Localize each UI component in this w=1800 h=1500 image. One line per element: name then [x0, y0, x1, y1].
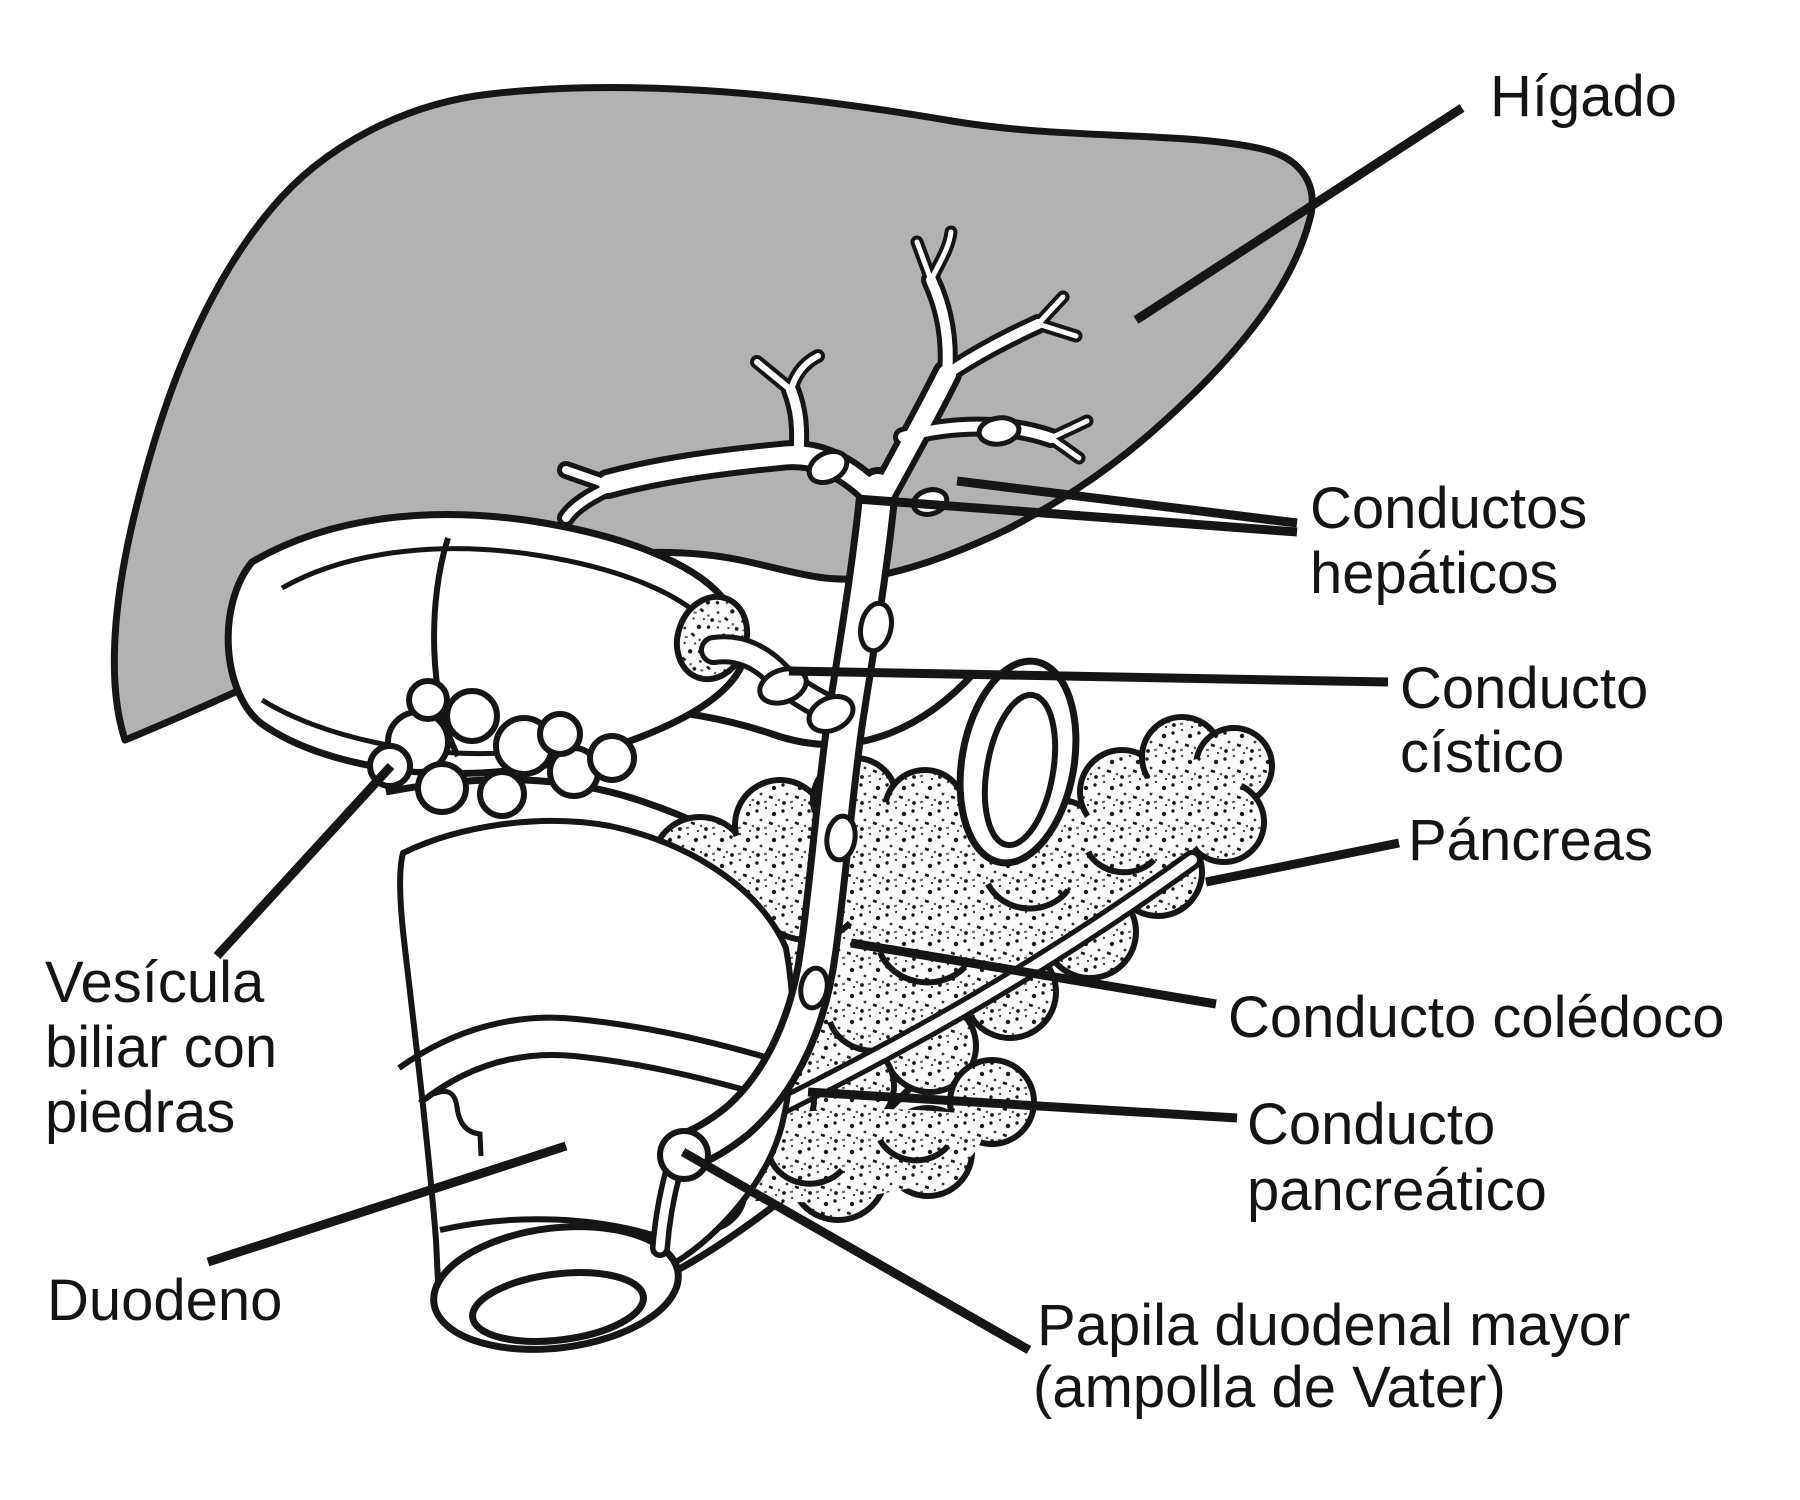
gallbladder-shape: [224, 511, 751, 819]
leader-conducto-coledoco: [850, 938, 1217, 1009]
label-conducto-coledoco: Conducto colédoco: [1228, 985, 1725, 1050]
leader-lines: [206, 104, 1465, 1354]
label-conducto-cistico-line1: Conducto: [1400, 656, 1648, 721]
labels: Hígado Conductos hepáticos Conducto císt…: [45, 64, 1725, 1420]
label-higado: Hígado: [1490, 64, 1677, 129]
duodenum-opening-inner: [469, 1269, 647, 1345]
label-papila-line2: (ampolla de Vater): [1033, 1355, 1506, 1420]
leader-pancreas: [1205, 838, 1400, 887]
leader-papila: [680, 1148, 1032, 1354]
leader-conductos-hepaticos-a: [856, 494, 1298, 537]
label-conducto-pancreatico-line2: pancreático: [1247, 1158, 1547, 1223]
label-vesicula-line3: piedras: [45, 1080, 235, 1145]
leader-conducto-pancreatico: [807, 1087, 1238, 1123]
cut-vessel-ring: [956, 657, 1080, 867]
bile-ducts: [557, 225, 1094, 1174]
leader-higado: [1133, 104, 1465, 324]
duodenum-shape: [397, 817, 797, 1353]
label-vesicula-line2: biliar con: [45, 1015, 277, 1080]
label-papila-line1: Papila duodenal mayor: [1037, 1293, 1630, 1358]
label-conductos-hepaticos-line1: Conductos: [1310, 476, 1587, 541]
label-conducto-cistico-line2: cístico: [1400, 720, 1564, 785]
label-vesicula-line1: Vesícula: [45, 950, 265, 1015]
leader-conductos-hepaticos-b: [956, 476, 1298, 528]
label-conductos-hepaticos-line2: hepáticos: [1310, 541, 1558, 606]
label-duodeno: Duodeno: [47, 1268, 282, 1333]
leader-duodeno: [206, 1141, 568, 1267]
label-conducto-pancreatico-line1: Conducto: [1247, 1092, 1495, 1157]
leader-vesicula: [213, 762, 395, 960]
label-pancreas: Páncreas: [1408, 808, 1653, 873]
ampulla-outlet: [650, 1162, 683, 1258]
leader-conducto-cistico: [788, 666, 1389, 687]
